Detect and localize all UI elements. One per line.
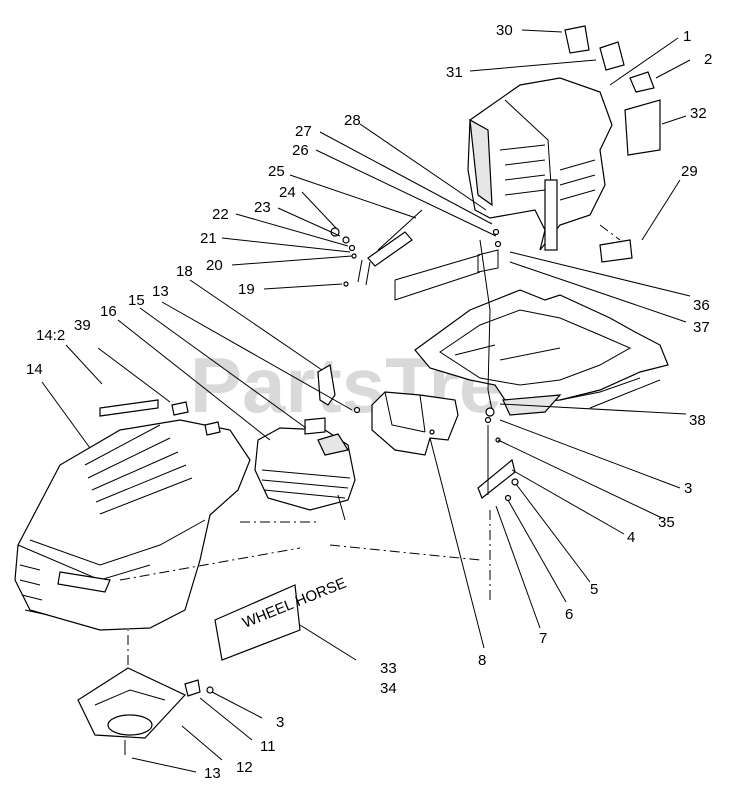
callout-31: 31 [446, 64, 463, 81]
callout-4: 4 [627, 529, 635, 546]
callout-23: 23 [254, 199, 271, 216]
decal-panel: WHEEL HORSE [214, 575, 349, 661]
hood [14, 399, 251, 631]
callout-21: 21 [200, 230, 217, 247]
callout-13-upper: 13 [152, 283, 169, 300]
callout-38: 38 [689, 412, 706, 429]
callout-12: 12 [236, 759, 253, 776]
part-32-plate [624, 99, 661, 156]
callout-32: 32 [690, 105, 707, 122]
callout-33: 33 [380, 660, 397, 677]
part-2-knob [629, 71, 655, 93]
callout-16: 16 [100, 303, 117, 320]
callout-19: 19 [238, 281, 255, 298]
callout-6: 6 [565, 606, 573, 623]
dash-console [317, 364, 459, 456]
fender-assembly [467, 25, 661, 263]
callout-5: 5 [590, 581, 598, 598]
part-29-plate [599, 239, 633, 263]
callout-14-2: 14:2 [36, 327, 65, 344]
leader-lines [41, 29, 691, 773]
callout-18: 18 [176, 263, 193, 280]
callout-28: 28 [344, 112, 361, 129]
control-bracket [330, 209, 423, 287]
callout-1: 1 [683, 28, 691, 45]
callout-labels: 30 1 31 2 32 28 27 26 25 24 23 22 21 20 … [26, 22, 712, 782]
callout-7: 7 [539, 630, 547, 647]
callout-14: 14 [26, 361, 43, 378]
part-14-2-strip [99, 399, 159, 417]
callout-11: 11 [260, 738, 276, 755]
callout-20: 20 [206, 257, 223, 274]
callout-29: 29 [681, 163, 698, 180]
callout-35: 35 [658, 514, 675, 531]
callout-34: 34 [380, 680, 397, 697]
callout-39: 39 [74, 317, 91, 334]
callout-8: 8 [478, 652, 486, 669]
callout-30: 30 [496, 22, 513, 39]
air-funnel [77, 667, 214, 755]
callout-36: 36 [693, 297, 710, 314]
callout-2: 2 [704, 51, 712, 68]
callout-27: 27 [295, 123, 312, 140]
callout-3-right: 3 [684, 480, 692, 497]
part-30-decal [599, 41, 625, 71]
callout-15: 15 [128, 292, 145, 309]
side-bracket [477, 416, 519, 502]
callout-22: 22 [212, 206, 229, 223]
part-31-decal [564, 25, 590, 54]
callout-26: 26 [292, 142, 309, 159]
callout-3-lower: 3 [276, 714, 284, 731]
callout-25: 25 [268, 163, 285, 180]
callout-24: 24 [279, 184, 296, 201]
callout-13-lower: 13 [204, 765, 221, 782]
callout-37: 37 [693, 319, 710, 336]
grille-shroud [254, 417, 356, 521]
footrest-platform [414, 289, 669, 416]
